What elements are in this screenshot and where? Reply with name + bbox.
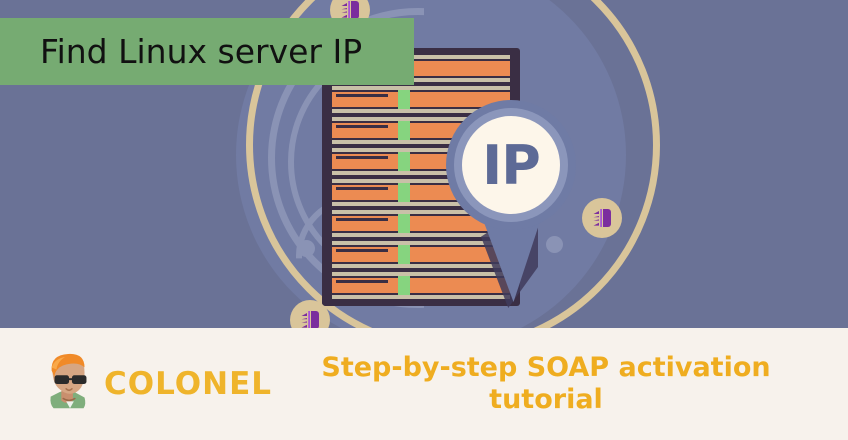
rack-led-icon (398, 121, 410, 140)
rack-unit (322, 86, 520, 114)
rack-led-icon (398, 152, 410, 171)
footer-headline: Step-by-step SOAP activation tutorial (272, 352, 848, 416)
decorative-arc-tan (246, 0, 660, 328)
footer-headline-line-1: Step-by-step SOAP activation (321, 352, 771, 384)
page-title: Find Linux server IP (40, 32, 363, 71)
rack-unit (322, 210, 520, 238)
rack-led-icon (398, 90, 410, 109)
brand-name: COLONEL (104, 366, 272, 402)
hero-section: IP (0, 0, 660, 328)
decorative-dot (298, 240, 315, 257)
rack-unit (322, 272, 520, 300)
rack-led-icon (398, 245, 410, 264)
rack-led-icon (398, 276, 410, 295)
map-pin-icon: IP (446, 100, 576, 308)
rack-unit (322, 241, 520, 269)
rack-led-icon (398, 214, 410, 233)
fan-blade-icon (582, 198, 622, 238)
fan-blade-icon (290, 300, 330, 328)
brand-logo[interactable]: COLONEL (40, 349, 272, 419)
decorative-dot (546, 236, 563, 253)
pin-label: IP (482, 133, 541, 197)
colonel-mascot-icon (50, 353, 87, 409)
map-pin-inner-circle (462, 116, 560, 214)
rack-led-icon (398, 183, 410, 202)
footer-bar: COLONEL Step-by-step SOAP activation tut… (0, 328, 848, 440)
title-banner: Find Linux server IP (0, 18, 414, 85)
footer-headline-line-2: tutorial (489, 384, 603, 415)
